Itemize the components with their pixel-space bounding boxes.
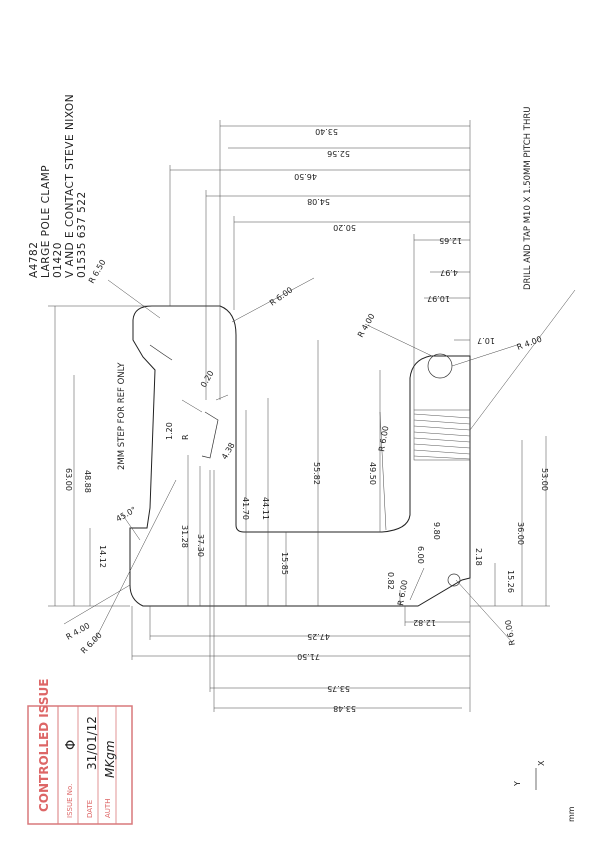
dim-71-50: 71.50 xyxy=(297,652,320,661)
small-labels: 0.20 1.20 4.38 R xyxy=(165,369,237,461)
radius-r6-50: R 6.50 xyxy=(87,258,108,285)
dim-10-97: 10.97 xyxy=(427,294,450,303)
axis-x-label: X xyxy=(537,760,546,766)
dimension-labels-right: 53.00 36.00 15.26 9.80 2.18 6.00 49.50 0… xyxy=(368,462,549,593)
dim-49-50: 49.50 xyxy=(368,462,377,485)
axis-indicator: Y X mm xyxy=(513,760,576,822)
dim-53-75: 53.75 xyxy=(327,684,350,693)
stamp-date-value: 31/01/12 xyxy=(85,716,99,770)
dim-50-20: 50.20 xyxy=(333,223,356,232)
dim-47-25: 47.25 xyxy=(307,632,330,641)
title-line-description: LARGE POLE CLAMP xyxy=(40,165,52,278)
title-line-contact: V AND E CONTACT STEVE NIXON xyxy=(64,94,76,278)
dim-0-20: 0.20 xyxy=(199,369,216,389)
title-block: A4782 LARGE POLE CLAMP 01420 V AND E CON… xyxy=(28,94,88,278)
dim-1-20: 1.20 xyxy=(165,422,174,440)
units-label: mm xyxy=(567,806,576,822)
axis-y-label: Y xyxy=(513,781,522,787)
dim-54-08: 54.08 xyxy=(307,197,330,206)
stamp-issue-value: Φ xyxy=(64,740,79,750)
dim-31-28: 31.28 xyxy=(180,525,189,548)
dim-46-50: 46.50 xyxy=(294,172,317,181)
radius-r6-00-corner: R 6.00 xyxy=(504,619,517,646)
dim-6-00: 6.00 xyxy=(416,546,425,564)
title-line-part-number: A4782 xyxy=(28,242,40,278)
dim-37-30: 37.30 xyxy=(196,534,205,557)
label-r: R xyxy=(181,434,190,440)
dim-9-80: 9.80 xyxy=(432,522,441,540)
radius-r6-00-top: R 6.00 xyxy=(268,285,294,307)
title-line-code: 01420 xyxy=(52,242,64,278)
radius-r6-00-left: R 6.00 xyxy=(79,631,104,656)
drill-note: DRILL AND TAP M10 X 1.50MM PITCH THRU xyxy=(523,107,533,290)
controlled-issue-stamp: CONTROLLED ISSUE ISSUE No. DATE AUTH Φ 3… xyxy=(27,679,133,825)
radius-r4-00-mid: R 4.00 xyxy=(356,312,377,339)
stamp-auth-label: AUTH xyxy=(104,799,112,818)
dim-55-82: 55.82 xyxy=(312,462,321,485)
dimension-labels-bottom: 12.82 47.25 71.50 53.75 53.48 xyxy=(297,618,436,713)
dim-0-82: 0.82 xyxy=(386,572,395,590)
dim-14-12: 14.12 xyxy=(98,545,107,568)
dim-44-11: 44.11 xyxy=(261,497,270,520)
dim-53-40: 53.40 xyxy=(315,127,338,136)
stamp-heading: CONTROLLED ISSUE xyxy=(37,679,51,812)
radius-labels: R 6.50 R 6.00 R 4.00 R 6.00 R 6.00 R 4.0… xyxy=(65,258,544,655)
dim-2-18: 2.18 xyxy=(474,548,483,566)
dim-15-85: 15.85 xyxy=(280,552,289,575)
dim-36-00: 36.00 xyxy=(516,522,525,545)
dimension-lines xyxy=(48,120,576,712)
radius-r6-00-inner: R 6.00 xyxy=(377,425,390,452)
dim-48-88: 48.88 xyxy=(83,470,92,493)
angle-label: 45.0° xyxy=(115,505,138,524)
step-note-line: 2MM STEP FOR REF ONLY xyxy=(117,362,127,470)
title-line-phone: 01535 637 522 xyxy=(76,191,88,278)
radius-r4-00-right: R 4.00 xyxy=(516,335,543,352)
thread-hatch xyxy=(413,413,471,460)
dim-53-48: 53.48 xyxy=(333,704,356,713)
dim-4-38: 4.38 xyxy=(220,441,237,461)
dim-63-00: 63.00 xyxy=(64,468,73,491)
dimension-labels-left: 63.00 48.88 14.12 31.28 37.30 41.70 44.1… xyxy=(64,462,321,575)
stamp-auth-signature: MKgm xyxy=(103,740,117,778)
dim-41-70: 41.70 xyxy=(241,497,250,520)
dim-10-7: 10.7 xyxy=(477,336,495,345)
dim-4-97: 4.97 xyxy=(440,268,458,277)
radius-r4-00-left: R 4.00 xyxy=(65,621,92,642)
dimension-labels-top: 53.40 52.56 46.50 54.08 50.20 12.65 4.97… xyxy=(294,127,495,345)
stamp-date-label: DATE xyxy=(86,800,94,818)
dim-53-00: 53.00 xyxy=(540,468,549,491)
dim-15-26: 15.26 xyxy=(506,570,515,593)
stamp-issue-label: ISSUE No. xyxy=(66,784,74,818)
dim-52-56: 52.56 xyxy=(327,149,350,158)
dim-12-65: 12.65 xyxy=(439,236,462,245)
radius-r6-00-bottom: R 6.00 xyxy=(396,579,409,606)
dim-12-82: 12.82 xyxy=(413,618,436,627)
